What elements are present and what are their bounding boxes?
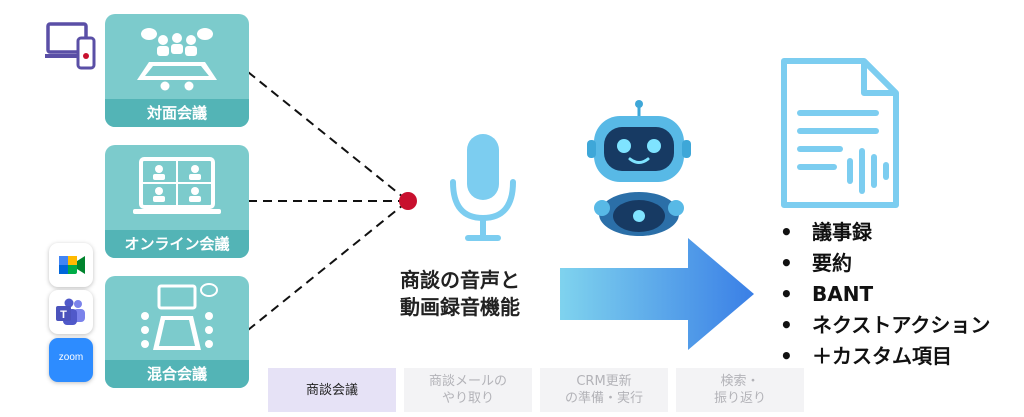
- output-item-label: ネクストアクション: [812, 313, 991, 337]
- junction-dot: [399, 192, 417, 210]
- hybrid-meeting-card: 混合会議: [105, 276, 249, 388]
- transcript-document-icon: [781, 58, 899, 208]
- online-meeting-card: オンライン会議: [105, 145, 249, 258]
- audio-caption-line-2: 動画録音機能: [400, 295, 520, 319]
- google-meet-icon: [49, 243, 93, 287]
- output-item-label: BANT: [812, 282, 874, 306]
- audio-caption: 商談の音声と 動画録音機能: [400, 267, 520, 321]
- output-item-label: 議事録: [812, 220, 872, 244]
- step-label-line: 商談メールの: [428, 374, 507, 389]
- robot-icon: [587, 100, 691, 236]
- output-list: •議事録 •要約 •BANT •ネクストアクション •＋カスタム項目: [780, 217, 990, 372]
- step-label-line: CRM更新: [576, 374, 632, 389]
- hybrid-meeting-label: 混合会議: [105, 360, 249, 388]
- audio-caption-line-1: 商談の音声と: [400, 268, 520, 292]
- step-label-line: やり取り: [441, 391, 494, 406]
- process-arrow: [560, 238, 754, 350]
- step-label-line: 振り返り: [713, 391, 766, 406]
- zoom-icon-label: zoom: [58, 352, 84, 363]
- step-crm-update[interactable]: CRM更新 の準備・実行: [540, 368, 668, 412]
- hybrid-meeting-icon: [141, 283, 218, 350]
- output-item: •ネクストアクション: [780, 313, 991, 337]
- video-conference-icon: [133, 157, 221, 214]
- step-label-line: 商談会議: [305, 382, 358, 398]
- microphone-icon: [450, 134, 516, 241]
- step-search-review[interactable]: 検索・ 振り返り: [676, 368, 804, 412]
- output-item: •BANT: [780, 282, 874, 306]
- step-label-line: の準備・実行: [564, 391, 643, 406]
- laptop-phone-icon: [45, 22, 96, 70]
- step-sales-meeting[interactable]: 商談会議: [268, 368, 396, 412]
- output-item-label: 要約: [812, 251, 852, 275]
- in-person-meeting-icon: [137, 28, 217, 91]
- output-item: •要約: [780, 251, 852, 275]
- connector-line-bottom: [247, 200, 409, 331]
- step-label-line: 検索・: [720, 374, 760, 389]
- in-person-meeting-label: 対面会議: [105, 99, 249, 127]
- step-sales-email[interactable]: 商談メールの やり取り: [404, 368, 532, 412]
- output-item: •議事録: [780, 220, 872, 244]
- svg-text:T: T: [60, 309, 67, 321]
- connector-line-top: [247, 71, 409, 202]
- output-item: •＋カスタム項目: [780, 344, 952, 368]
- online-meeting-label: オンライン会議: [105, 230, 249, 258]
- microsoft-teams-icon: T: [49, 290, 93, 334]
- zoom-icon: zoom: [49, 338, 93, 382]
- output-item-label: ＋カスタム項目: [812, 344, 952, 368]
- in-person-meeting-card: 対面会議: [105, 14, 249, 127]
